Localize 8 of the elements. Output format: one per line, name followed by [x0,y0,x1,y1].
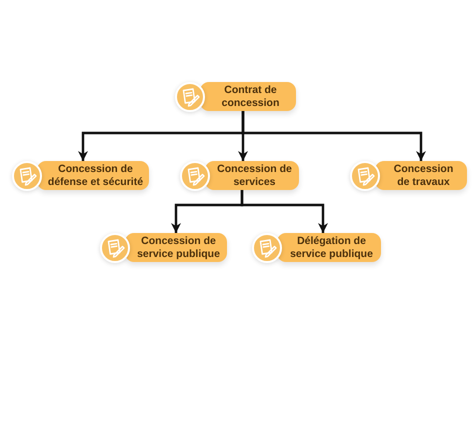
node-label: Concession de défense et sécurité [46,163,144,188]
node-label: Concession de services [216,163,293,188]
node-label: Délégation de service publique [289,235,374,260]
node-label: Concession de travaux [392,163,454,188]
arrow [240,190,328,233]
arrow [242,111,426,161]
node-label: Contrat de concession [220,84,280,109]
node-label: Concession de service publique [136,235,221,260]
